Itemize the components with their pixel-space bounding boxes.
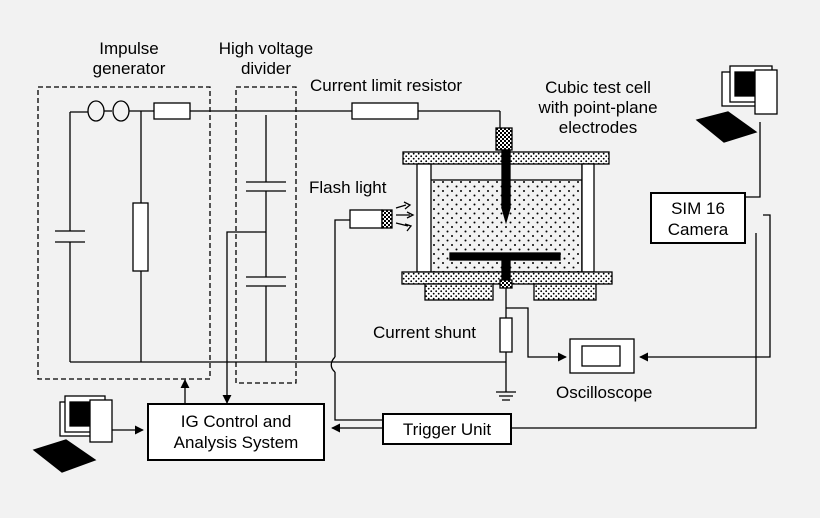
ground-icon [496, 391, 516, 401]
spark-gap-icon [87, 100, 105, 122]
impulse-generator-label: Impulse generator [70, 39, 188, 79]
flash-light-icon [349, 201, 415, 232]
test-cell-line3: electrodes [558, 118, 638, 137]
camera-line1: SIM 16 [671, 199, 725, 218]
oscilloscope-label: Oscilloscope [556, 383, 653, 402]
resistor-icon [153, 102, 191, 120]
test-cell-line1: Cubic test cell [545, 78, 651, 97]
hv-divider-box [235, 86, 297, 384]
impulse-generator-line2: generator [92, 59, 166, 78]
ig-control-line2: Analysis System [173, 433, 299, 452]
oscilloscope-icon [569, 338, 635, 374]
current-shunt-label: Current shunt [373, 323, 476, 342]
impulse-generator-line1: Impulse [99, 39, 159, 58]
test-cell-line2: with point-plane [538, 98, 658, 117]
test-cell-label: Cubic test cell with point-plane electro… [522, 78, 674, 138]
flash-light-label: Flash light [309, 178, 387, 197]
test-cell [401, 127, 613, 301]
camera-line2: Camera [667, 220, 729, 239]
trigger-unit-box: Trigger Unit [382, 413, 512, 445]
ig-control-line1: IG Control and [180, 412, 292, 431]
computer-icon [32, 395, 113, 473]
hv-divider-line1: High voltage [218, 39, 314, 58]
camera-box: SIM 16 Camera [650, 192, 746, 244]
hv-divider-line2: divider [240, 59, 292, 78]
current-limit-resistor-label: Current limit resistor [310, 76, 463, 95]
impulse-generator-box [37, 86, 211, 380]
ig-control-box: IG Control and Analysis System [147, 403, 325, 461]
capacitor-icon [55, 230, 85, 243]
hv-divider-label: High voltage divider [203, 39, 329, 79]
computer-icon [695, 65, 778, 143]
